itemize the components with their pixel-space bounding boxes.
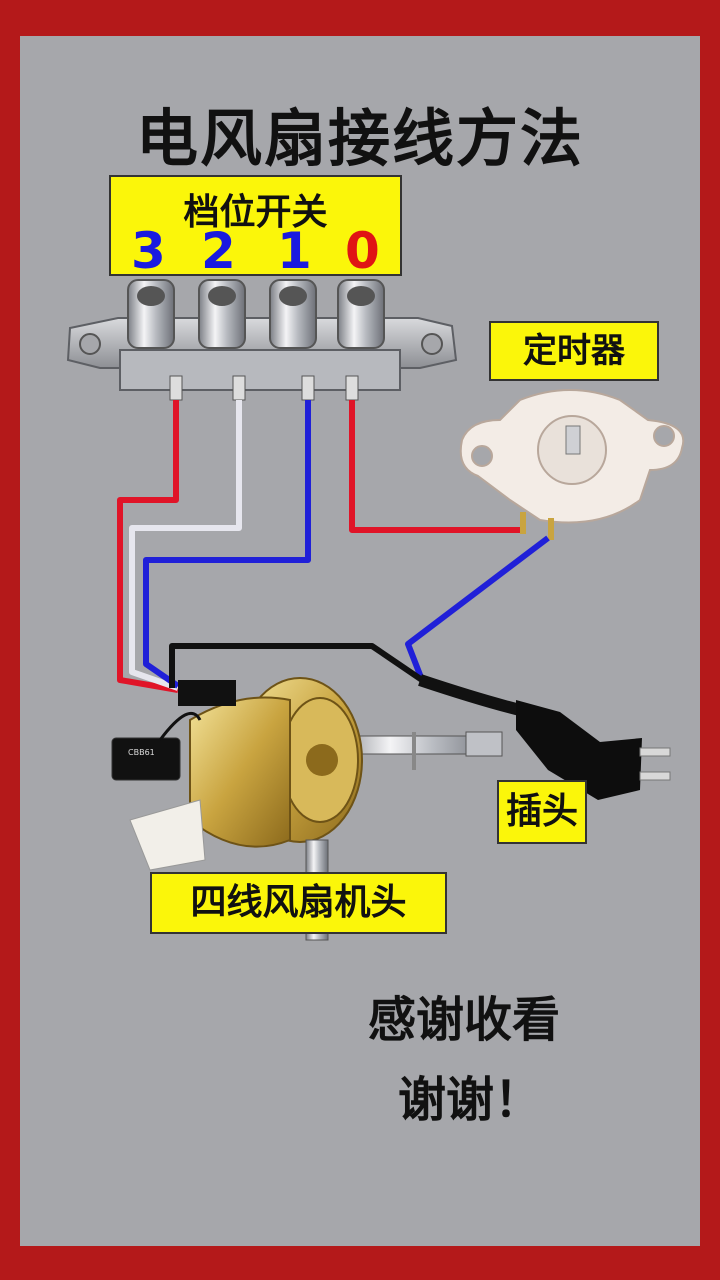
position-1: 1 (277, 222, 312, 280)
page-title: 电风扇接线方法 (135, 102, 584, 175)
thanks-line-1: 感谢收看 (368, 992, 561, 1048)
switch-label: 档位开关 (183, 192, 328, 233)
position-3: 3 (131, 222, 166, 280)
wire-black-common (169, 643, 424, 688)
motor-label: 四线风扇机头 (150, 872, 447, 934)
wire-red-to-timer (349, 400, 520, 533)
wires (117, 400, 550, 693)
switch-assembly (66, 279, 458, 401)
position-2: 2 (201, 222, 236, 280)
timer-label: 定时器 (489, 321, 659, 381)
capacitor-text: CBB61 (128, 748, 155, 757)
wire-red-speed-3 (117, 400, 179, 693)
wire-blue-timer-to-plug (405, 535, 550, 682)
switch-label-box: 档位开关 3 2 1 0 (109, 175, 402, 280)
thanks-line-2: 谢谢！ (398, 1072, 543, 1128)
capacitor (111, 737, 181, 781)
wire-white-speed-2 (129, 400, 242, 691)
position-0: 0 (345, 222, 380, 280)
plug-device (418, 674, 671, 800)
plug-label: 插头 (497, 780, 587, 844)
timer-device (459, 389, 685, 540)
wire-blue-speed-1 (143, 400, 311, 689)
